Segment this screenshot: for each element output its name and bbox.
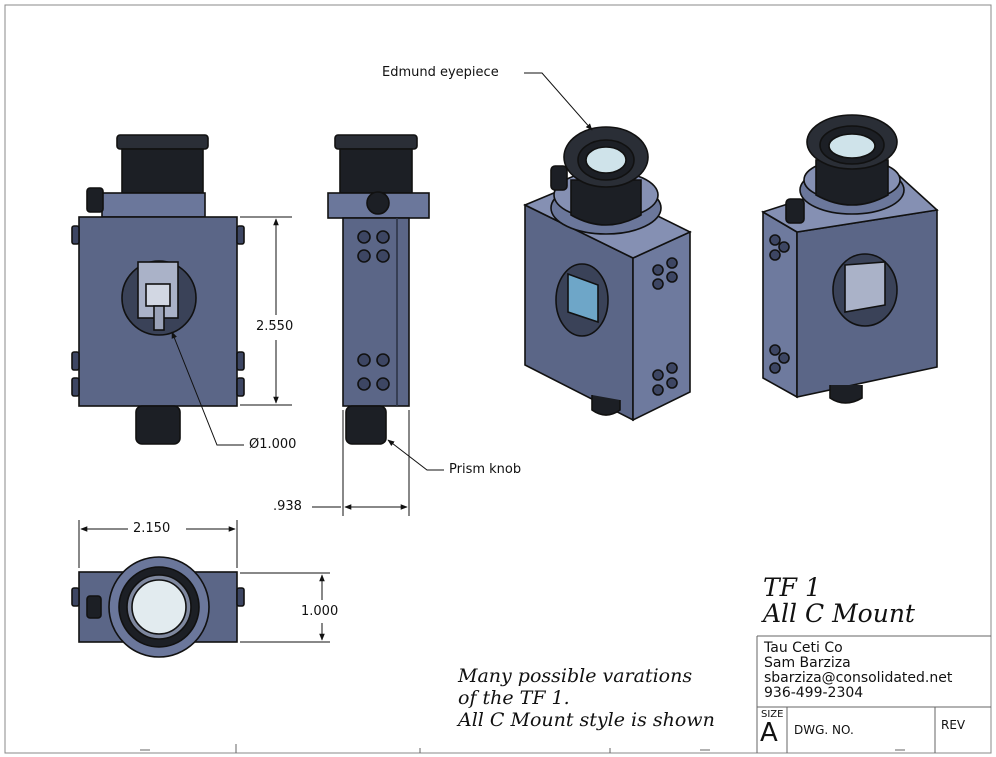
title-block-company: Tau Ceti Co [764,640,843,656]
width-dimension: 2.150 [133,521,171,536]
title-block-rev-label: REV [941,718,966,732]
height-dimension: 2.550 [256,319,294,334]
iso-view-front [523,126,692,422]
diameter-callout: Ø1.000 [249,437,297,452]
note-line3: All C Mount style is shown [458,709,715,731]
title-block-size-label: SIZE [761,709,784,720]
title-block-email: sbarziza@consolidated.net [764,670,953,686]
title-block-dwg-label: DWG. NO. [794,723,854,737]
sheet-border [4,4,992,754]
title-block-phone: 936-499-2304 [764,685,864,701]
drawing-title-line1: TF 1 [763,573,821,602]
bottom-zone-ticks [140,744,905,753]
iso-view-back [761,114,939,404]
depth-dimension: .938 [273,499,302,514]
note-line2: of the TF 1. [458,687,570,709]
eyepiece-callout: Edmund eyepiece [382,65,499,80]
bottom-view [71,556,245,658]
bottom-height-dimension: 1.000 [301,604,339,619]
title-block-grid [756,635,991,753]
dimension-lines [78,72,593,643]
title-block-name: Sam Barziza [764,655,851,671]
prism-knob-callout: Prism knob [449,462,522,477]
note-line1: Many possible varations [458,665,693,687]
side-view [327,134,430,445]
front-view [71,134,245,445]
drawing-title-line2: All C Mount [763,599,915,628]
title-block-size-value: A [760,718,778,748]
